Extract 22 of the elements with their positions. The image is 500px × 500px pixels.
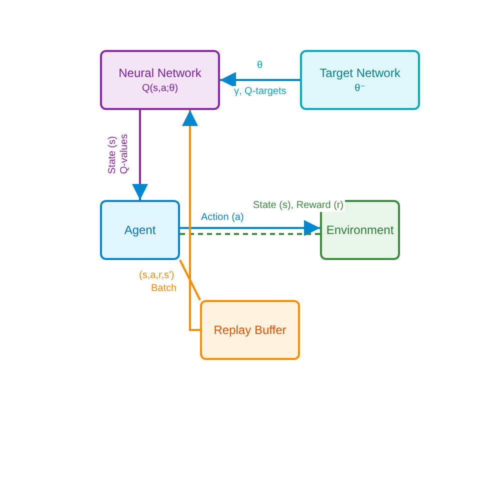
dashed-connector (180, 233, 320, 235)
process-box (200, 300, 300, 360)
note-text: Q-values (119, 132, 131, 175)
node-title: Target Network (320, 66, 400, 80)
arrow (132, 110, 148, 200)
process-box (300, 50, 420, 110)
edge-label: (s,a,r,s') (138, 270, 176, 282)
node-title: Agent (124, 223, 156, 237)
node-title: Neural Network (118, 66, 202, 80)
process-box (100, 200, 180, 260)
formula-text: θ⁻ (354, 83, 366, 94)
arrow (182, 110, 200, 331)
arrow (180, 220, 320, 236)
formula-text: Q(s,a;θ) (142, 83, 178, 94)
node-title: Replay Buffer (214, 323, 286, 337)
process-box (100, 50, 220, 110)
note-text: γ, Q-targets (233, 86, 288, 98)
edge-label: State (s) (107, 135, 119, 175)
edge-label: State (s), Reward (r) (252, 200, 345, 212)
node-title: Environment (326, 223, 394, 237)
arrow (220, 72, 300, 88)
edge-label: Action (a) (200, 212, 245, 224)
